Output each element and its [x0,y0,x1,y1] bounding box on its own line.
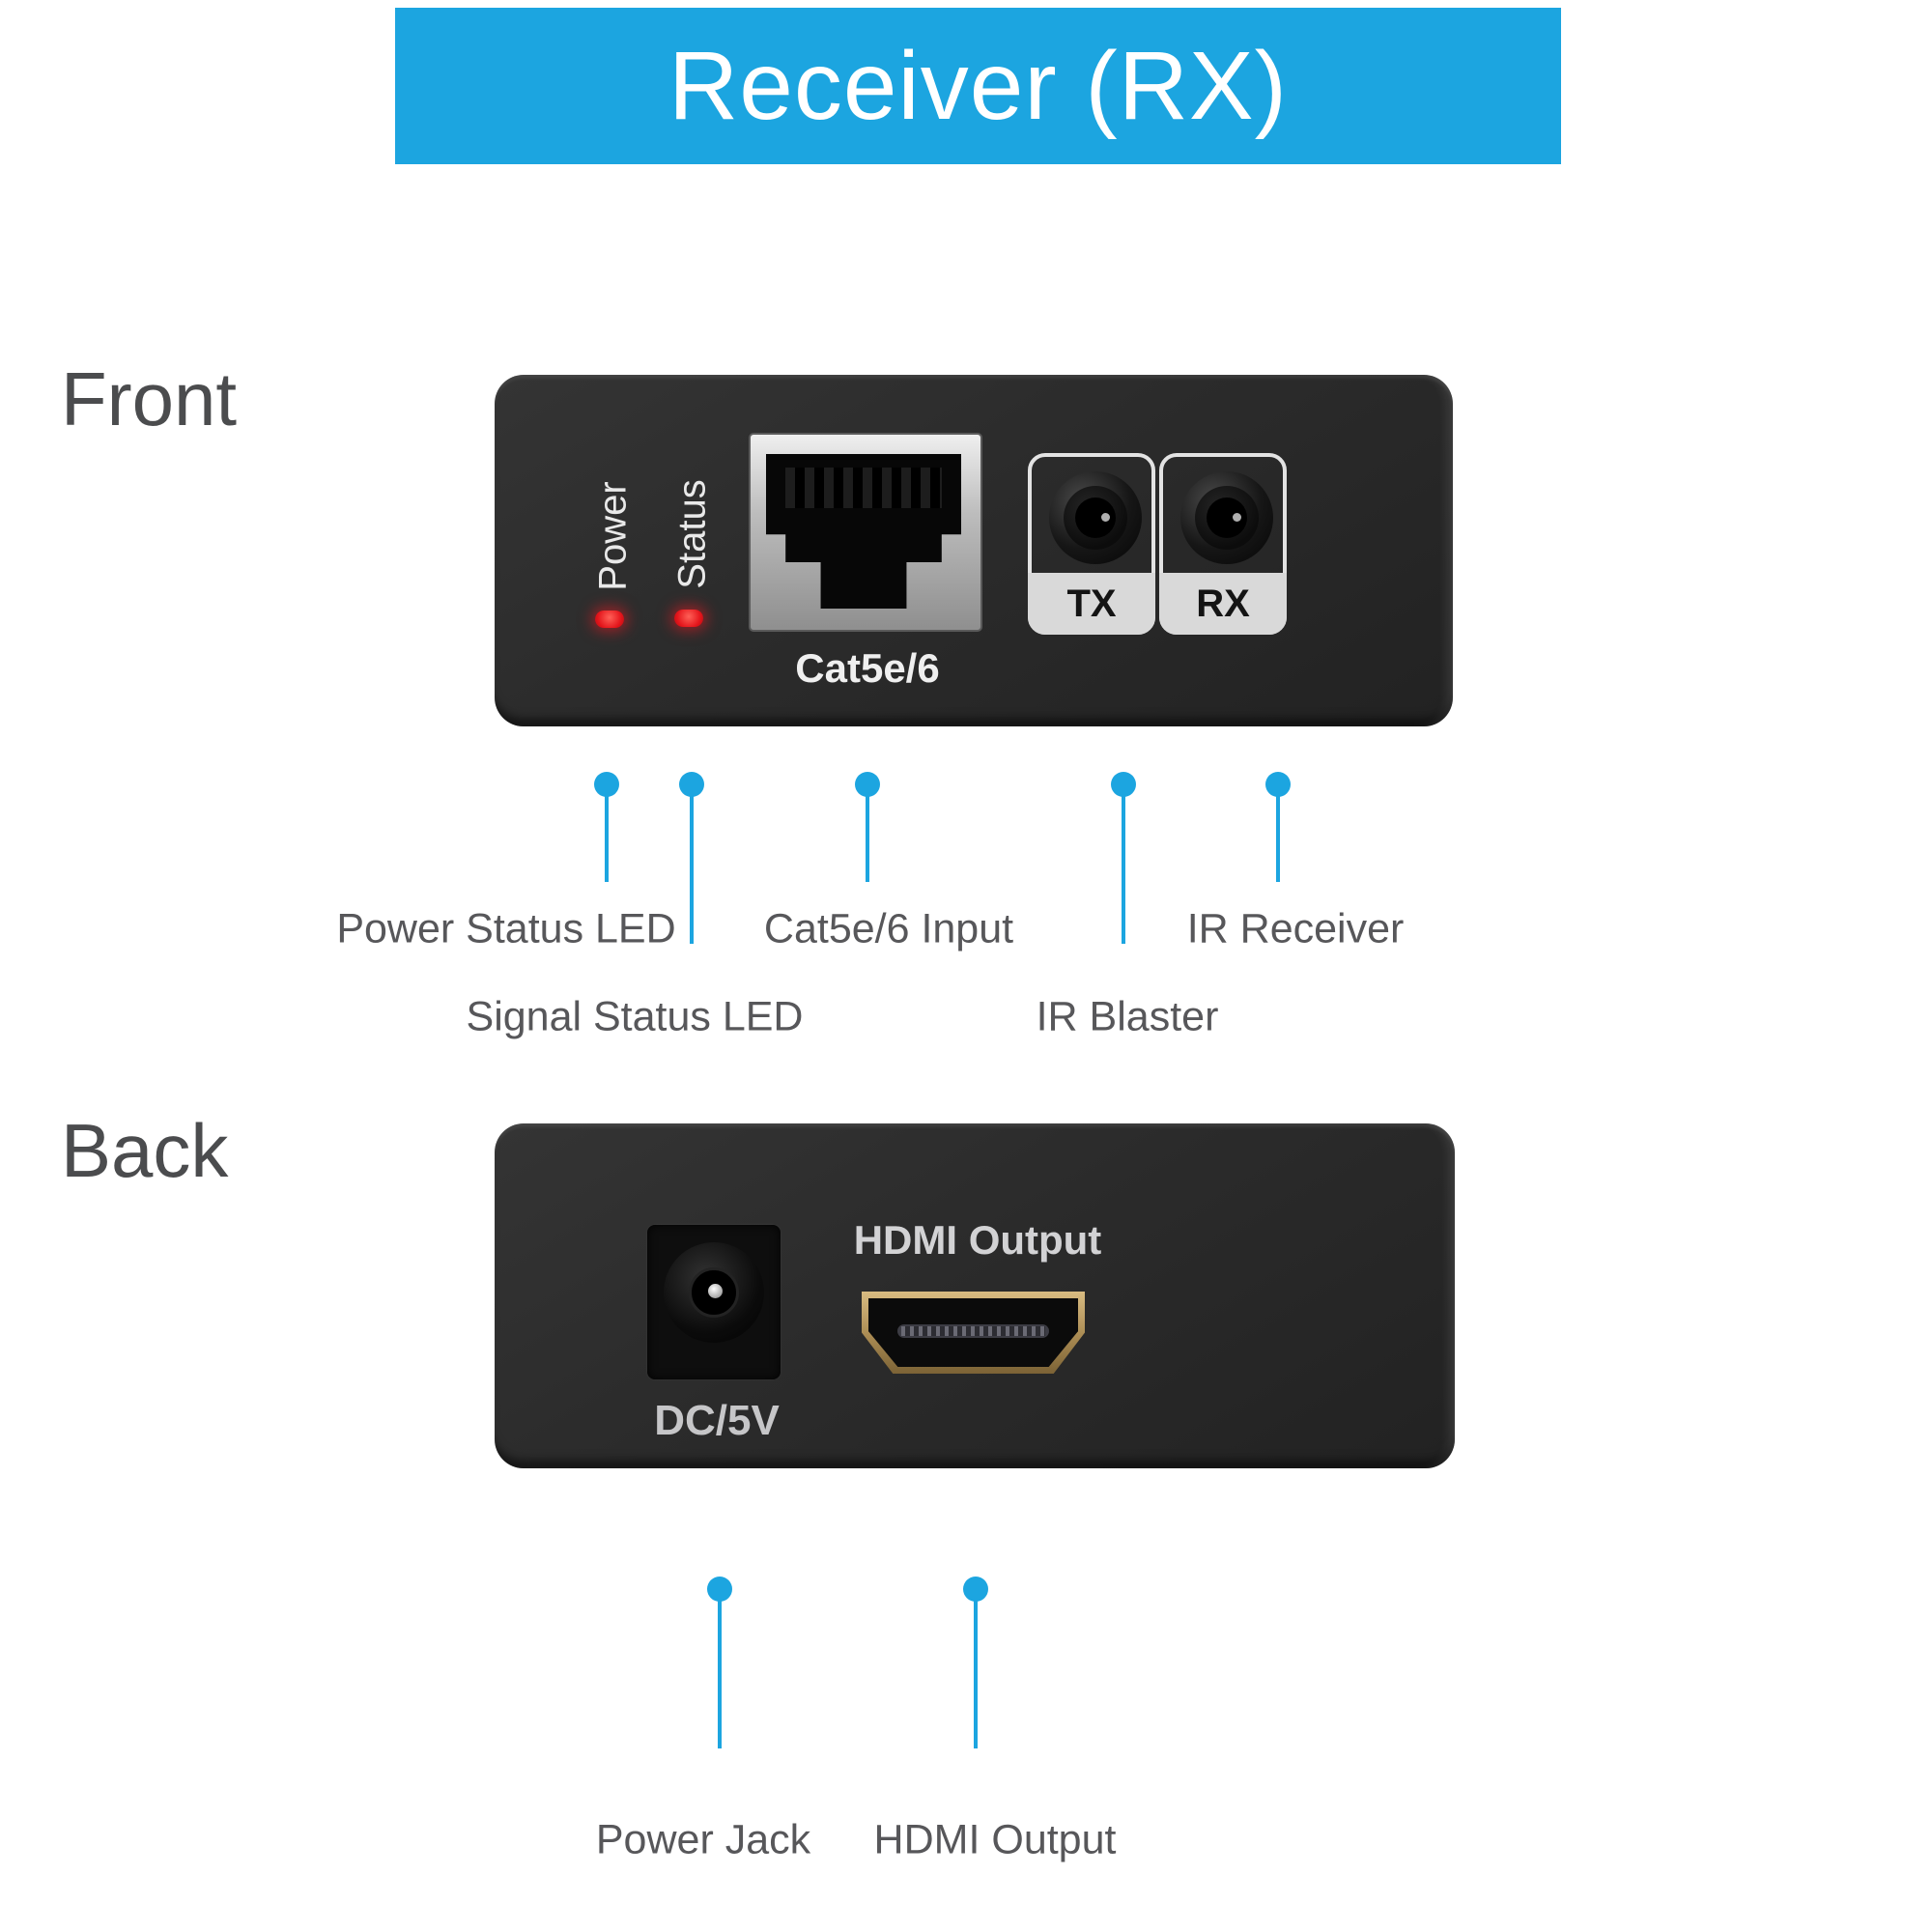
rj45-port-icon [749,433,982,632]
callout-line-hdmi-output [974,1601,978,1748]
ir-rx-module: RX [1159,453,1287,635]
callout-label-ir-blaster: IR Blaster [1036,993,1219,1040]
callout-dot-cat5e-input [855,772,880,797]
back-section-label: Back [61,1108,229,1193]
callout-label-ir-receiver: IR Receiver [1186,905,1405,952]
rj45-port-caption: Cat5e/6 [795,645,940,691]
callout-label-power-status-led: Power Status LED [336,905,676,952]
dc-barrel [664,1242,764,1343]
hdmi-pins [901,1325,1045,1336]
front-section-label: Front [61,356,238,441]
tx-jack-glint [1101,513,1110,522]
callout-dot-power-jack [707,1577,732,1602]
tx-audio-jack-icon [1049,471,1142,564]
hdmi-port-caption: HDMI Output [853,1217,1102,1263]
tx-label-plate: TX [1028,573,1155,635]
title-banner: Receiver (RX) [395,8,1561,164]
rj45-pins [785,468,942,508]
status-led-label: Status [670,479,714,589]
page-title: Receiver (RX) [668,31,1288,140]
power-led-icon [595,611,624,628]
dc-hole [689,1267,739,1318]
rx-jack-glint [1233,513,1241,522]
rx-label-plate: RX [1159,573,1287,635]
status-led-icon [674,610,703,627]
callout-dot-power-led [594,772,619,797]
callout-dot-ir-blaster [1111,772,1136,797]
callout-label-hdmi-output: HDMI Output [873,1816,1117,1863]
callout-label-signal-status-led: Signal Status LED [466,993,804,1040]
hdmi-port-icon [862,1292,1085,1374]
rx-audio-jack-icon [1180,471,1273,564]
hdmi-socket-opening [868,1298,1078,1367]
tx-jack-hole [1075,497,1116,538]
device-front-view: Power Status Cat5e/6 TX [495,375,1453,726]
tx-label: TX [1066,582,1117,625]
callout-line-ir-blaster [1122,796,1125,944]
dc-port-caption: DC/5V [654,1397,780,1444]
ir-tx-module: TX [1028,453,1155,635]
callout-line-cat5e-input [866,796,869,882]
power-led-label: Power [591,481,635,591]
callout-label-power-jack: Power Jack [595,1816,811,1863]
callout-line-power-led [605,796,609,882]
hdmi-pin-strip [897,1323,1049,1338]
dc-power-jack-icon [647,1225,781,1379]
callout-dot-signal-led [679,772,704,797]
callout-line-ir-receiver [1276,796,1280,882]
rj45-socket-opening [766,454,961,609]
callout-dot-hdmi-output [963,1577,988,1602]
rx-label: RX [1196,582,1250,625]
rx-jack-ring [1195,486,1259,550]
rx-jack-hole [1207,497,1247,538]
tx-jack-ring [1064,486,1127,550]
callout-line-signal-led [690,796,694,944]
dc-center-pin [708,1284,723,1298]
callout-dot-ir-receiver [1265,772,1291,797]
callout-line-power-jack [718,1601,722,1748]
device-back-view: DC/5V HDMI Output [495,1123,1455,1468]
callout-label-cat5e-input: Cat5e/6 Input [763,905,1014,952]
